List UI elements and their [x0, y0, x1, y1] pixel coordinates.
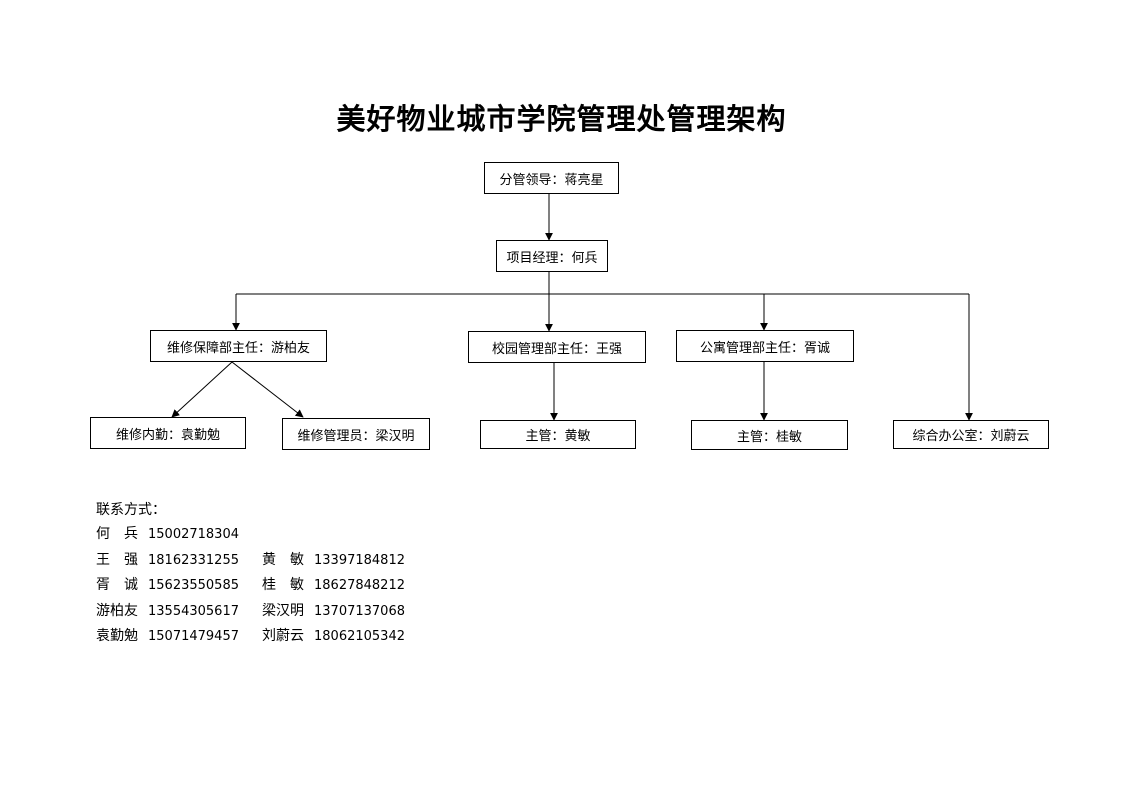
contact-row: 袁勤勉 15071479457 刘蔚云 18062105342 — [96, 624, 428, 650]
node-apartment-director: 公寓管理部主任：胥诚 — [676, 330, 854, 362]
contact-phone: 15623550585 — [148, 578, 239, 593]
contact-row: 游柏友 13554305617 梁汉明 13707137068 — [96, 599, 428, 625]
contact-entry: 黄 敏 13397184812 — [262, 548, 428, 574]
contact-entry: 桂 敏 18627848212 — [262, 573, 428, 599]
contact-name: 胥 诚 — [96, 577, 138, 593]
contact-entry: 游柏友 13554305617 — [96, 599, 262, 625]
contact-row: 何 兵 15002718304 — [96, 522, 428, 548]
node-campus-supervisor: 主管：黄敏 — [480, 420, 636, 449]
contact-phone: 18062105342 — [314, 629, 405, 644]
contact-entry: 王 强 18162331255 — [96, 548, 262, 574]
node-maintenance-director: 维修保障部主任：游柏友 — [150, 330, 327, 362]
contact-name: 梁汉明 — [262, 602, 304, 619]
contact-row: 胥 诚 15623550585 桂 敏 18627848212 — [96, 573, 428, 599]
contact-phone: 15002718304 — [148, 527, 239, 542]
contact-entry: 刘蔚云 18062105342 — [262, 624, 428, 650]
contact-phone: 18162331255 — [148, 552, 239, 568]
contact-heading: 联系方式： — [96, 502, 166, 518]
node-leader: 分管领导：蒋亮星 — [484, 162, 619, 194]
contact-name: 王 强 — [96, 551, 138, 568]
connector-to-maint-manager — [231, 361, 304, 418]
node-campus-director: 校园管理部主任：王强 — [468, 331, 646, 363]
contact-phone: 13554305617 — [148, 603, 239, 619]
contact-row: 王 强 18162331255 黄 敏 13397184812 — [96, 548, 428, 574]
contact-entry: 何 兵 15002718304 — [96, 522, 262, 548]
contact-name: 黄 敏 — [262, 551, 304, 568]
node-maintenance-manager: 维修管理员：梁汉明 — [282, 418, 430, 450]
contact-name: 袁勤勉 — [96, 628, 138, 644]
contact-name: 游柏友 — [96, 602, 138, 619]
contact-name: 刘蔚云 — [262, 628, 304, 644]
contact-phone: 13707137068 — [314, 603, 405, 619]
node-apartment-supervisor: 主管：桂敏 — [691, 420, 848, 450]
contact-phone: 15071479457 — [148, 629, 239, 644]
contact-entry: 梁汉明 13707137068 — [262, 599, 428, 625]
page-title: 美好物业城市学院管理处管理架构 — [336, 102, 787, 136]
node-maintenance-internal: 维修内勤：袁勤勉 — [90, 417, 246, 449]
contact-phone: 13397184812 — [314, 552, 405, 568]
connector-to-maint-internal — [171, 361, 233, 418]
node-general-office: 综合办公室：刘蔚云 — [893, 420, 1049, 449]
contact-entry: 胥 诚 15623550585 — [96, 573, 262, 599]
node-project-manager: 项目经理：何兵 — [496, 240, 608, 272]
contact-phone: 18627848212 — [314, 578, 405, 593]
contact-name: 桂 敏 — [262, 577, 304, 593]
contact-entry: 袁勤勉 15071479457 — [96, 624, 262, 650]
contact-section: 联系方式： 何 兵 15002718304 王 强 18162331255 黄 … — [96, 498, 428, 650]
contact-name: 何 兵 — [96, 526, 138, 542]
